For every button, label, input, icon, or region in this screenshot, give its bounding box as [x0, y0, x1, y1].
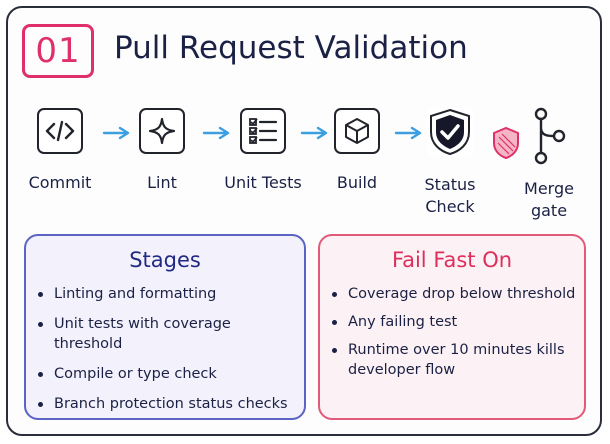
page-title: Pull Request Validation: [114, 30, 468, 66]
stages-title: Stages: [129, 248, 201, 272]
step-label: Unit Tests: [224, 173, 302, 192]
step-label: Build: [336, 173, 378, 192]
fail-fast-title: Fail Fast On: [391, 248, 513, 272]
list-item: Coverage drop below threshold: [332, 284, 578, 304]
checklist-icon: [240, 108, 286, 154]
step-number-badge: 01: [22, 24, 94, 78]
fail-fast-list: Coverage drop below threshold Any failin…: [332, 284, 578, 388]
list-item: Any failing test: [332, 312, 578, 332]
package-cube-icon: [334, 108, 380, 154]
step-label: Lint: [147, 173, 177, 192]
git-merge-icon: [527, 106, 571, 166]
step-unit-tests: Unit Tests: [224, 108, 302, 192]
arrow-icon: [394, 126, 422, 140]
arrow-icon: [300, 126, 328, 140]
list-item: Branch protection status checks: [38, 394, 298, 414]
shield-check-icon: [427, 108, 473, 156]
shield-accent-icon: [493, 126, 519, 160]
step-label: Commit: [28, 173, 92, 192]
step-number: 01: [35, 31, 81, 71]
code-icon: [37, 108, 83, 154]
list-item: Unit tests with coverage threshold: [38, 314, 298, 354]
stages-list: Linting and formatting Unit tests with c…: [38, 284, 298, 424]
list-item: Compile or type check: [38, 364, 298, 384]
sparkle-icon: [139, 108, 185, 154]
step-lint: Lint: [139, 108, 185, 192]
arrow-icon: [202, 126, 230, 140]
step-commit: Commit: [29, 108, 91, 192]
arrow-icon: [102, 126, 130, 140]
step-build: Build: [334, 108, 380, 192]
list-item: Linting and formatting: [38, 284, 298, 304]
stages-panel: Stages Linting and formatting Unit tests…: [24, 234, 306, 420]
list-item: Runtime over 10 minutes kills developer …: [332, 340, 578, 380]
fail-fast-panel: Fail Fast On Coverage drop below thresho…: [318, 234, 586, 420]
